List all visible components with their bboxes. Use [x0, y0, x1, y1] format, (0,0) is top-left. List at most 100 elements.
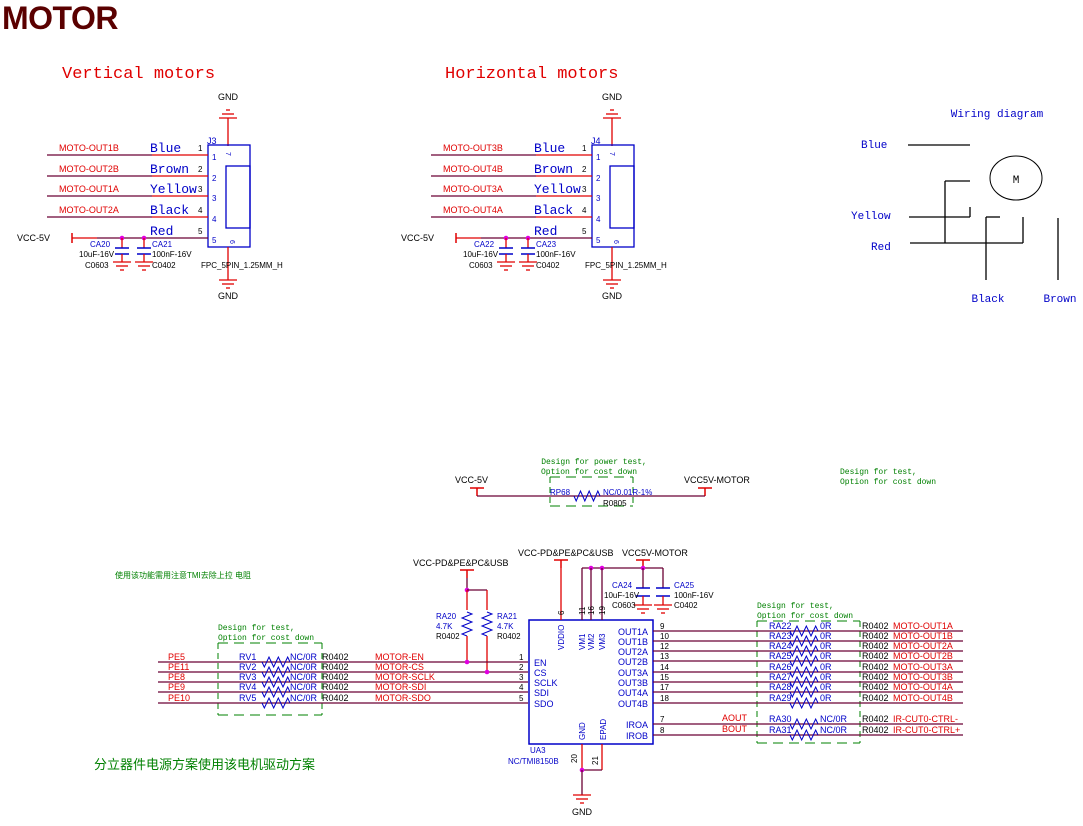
resistor-package: R0402: [862, 662, 889, 672]
net-label: MOTO-OUT1A: [59, 184, 119, 194]
ic-ref: UA3: [530, 746, 546, 755]
resistor-ref: RA25: [769, 651, 792, 661]
resistor-package: R0402: [862, 714, 889, 724]
net-label: MOTO-OUT2A: [893, 641, 953, 651]
pin-number: 17: [660, 683, 669, 692]
resistor-package: R0402: [322, 662, 349, 672]
ground-icon: [135, 261, 153, 271]
resistor-ref: RV5: [239, 693, 256, 703]
connector-body: [225, 165, 251, 229]
power-label: VCC5V-MOTOR: [622, 548, 688, 558]
resistor-package: R0402: [862, 631, 889, 641]
net-label: MOTO-OUT4A: [893, 682, 953, 692]
power-label: VCC-PD&PE&PC&USB: [518, 548, 614, 558]
resistor-RA20: [460, 611, 474, 637]
port-label: PE8: [168, 672, 185, 682]
net-label: MOTO-OUT4B: [893, 693, 953, 703]
net-label: MOTO-OUT3B: [893, 672, 953, 682]
cap-value: 100nF-16V: [152, 250, 192, 259]
cap-package: C0402: [152, 261, 176, 270]
resistor-package: R0805: [603, 499, 627, 508]
port-label: PE5: [168, 652, 185, 662]
resistor-value: 0R: [820, 641, 832, 651]
net-label: MOTO-OUT4B: [443, 164, 503, 174]
horizontal-heading: Horizontal motors: [445, 65, 618, 84]
net-label: MOTO-OUT1B: [893, 631, 953, 641]
ground-icon: [603, 109, 621, 119]
gnd-label: GND: [602, 92, 623, 102]
resistor-RA28: [789, 685, 819, 699]
pin-name: VM2: [587, 633, 596, 650]
junction-dot: [464, 659, 470, 665]
pin-number: 2: [198, 165, 203, 174]
pin-number: 9: [660, 622, 665, 631]
resistor-ref: RA26: [769, 662, 792, 672]
resistor-package: R0402: [862, 672, 889, 682]
wire-label-brown: Brown: [1043, 294, 1076, 306]
pin-name: OUT3B: [618, 678, 648, 688]
resistor-RV3: [261, 675, 291, 689]
pin-name: GND: [578, 722, 587, 740]
note-text: Design for test,: [840, 468, 917, 477]
cap-ref: CA21: [152, 240, 173, 249]
cap-package: C0603: [85, 261, 109, 270]
resistor-RA30: [789, 717, 819, 731]
resistor-ref: RA24: [769, 641, 792, 651]
pin-number: 7: [224, 152, 231, 156]
resistor-package: R0402: [322, 682, 349, 692]
resistor-value: NC/0.01R-1%: [603, 488, 652, 497]
resistor-ref: RP68: [550, 488, 571, 497]
resistor-RA27: [789, 675, 819, 689]
pin-number: 5: [198, 227, 203, 236]
power-label: VCC5V-MOTOR: [684, 475, 750, 485]
wire-label-red: Red: [871, 242, 891, 254]
resistor-value: 0R: [820, 682, 832, 692]
pin-number: 2: [212, 174, 217, 183]
net-label: MOTOR-CS: [375, 662, 424, 672]
port-label: PE10: [168, 693, 190, 703]
pin-number: 1: [596, 153, 601, 162]
wire-color-label: Brown: [150, 162, 189, 177]
pin-name: OUT2B: [618, 657, 648, 667]
pin-name: VM1: [578, 633, 587, 650]
wire-color-label: Red: [534, 224, 557, 239]
net-label: IR-CUT0-CTRL-: [893, 714, 958, 724]
net-label: MOTOR-EN: [375, 652, 424, 662]
connector-ref: J4: [591, 136, 601, 146]
pin-name: SCLK: [534, 678, 558, 688]
resistor-ref: RA28: [769, 682, 792, 692]
cap-value: 10uF-16V: [604, 591, 640, 600]
motor-label: M: [1013, 175, 1020, 187]
net-label: IR-CUT0-CTRL+: [893, 725, 960, 735]
wire-color-label: Yellow: [534, 182, 581, 197]
pin-number: 19: [598, 606, 607, 615]
wire-color-label: Red: [150, 224, 173, 239]
resistor-package: R0402: [862, 682, 889, 692]
net-label: MOTOR-SDI: [375, 682, 426, 692]
resistor-value: NC/0R: [290, 662, 318, 672]
resistor-ref: RA29: [769, 693, 792, 703]
wire-color-label: Black: [150, 203, 189, 218]
net-label: MOTOR-SCLK: [375, 672, 435, 682]
net-label: MOTO-OUT1A: [893, 621, 953, 631]
resistor-RA21: [480, 611, 494, 637]
gnd-label: GND: [218, 291, 239, 301]
pin-name: OUT4A: [618, 688, 648, 698]
pin-name: IROA: [626, 720, 648, 730]
motor-icon: [989, 155, 1043, 201]
wire-label-yellow: Yellow: [851, 211, 891, 223]
pin-number: 2: [596, 174, 601, 183]
pin-name: OUT1B: [618, 637, 648, 647]
pin-number: 2: [582, 165, 587, 174]
power-label: VCC-5V: [401, 233, 434, 243]
ground-icon: [634, 604, 652, 614]
pin-number: 2: [519, 663, 524, 672]
pin-name: OUT1A: [618, 627, 648, 637]
pin-name: OUT4B: [618, 699, 648, 709]
resistor-package: R0402: [322, 693, 349, 703]
resistor-RA31: [789, 728, 819, 742]
cap-value: 10uF-16V: [79, 250, 115, 259]
pin-number: 16: [587, 606, 596, 615]
port-label: PE9: [168, 682, 185, 692]
resistor-RV2: [261, 665, 291, 679]
